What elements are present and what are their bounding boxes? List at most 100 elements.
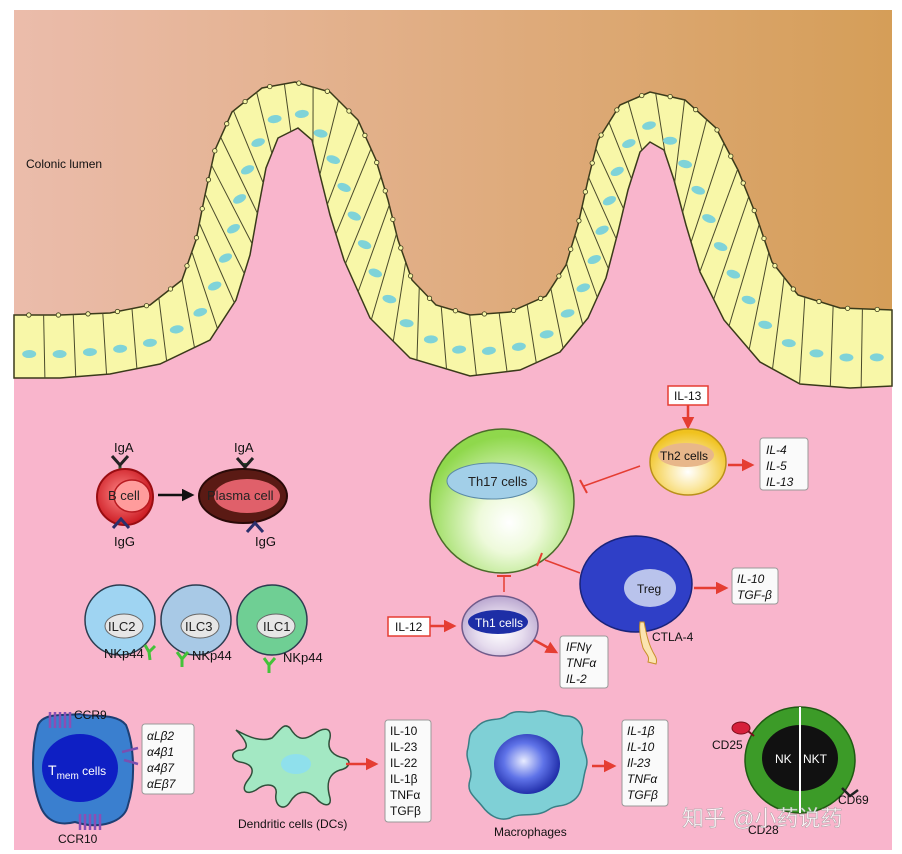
cell-wall	[799, 297, 806, 384]
cell-wall	[682, 119, 708, 213]
b-cell-iga-label: IgA	[114, 440, 134, 455]
epithelial-nucleus	[511, 342, 526, 351]
integrin-2: α4β7	[147, 761, 175, 775]
cd25-icon	[731, 721, 751, 735]
epithelial-nucleus	[22, 350, 37, 359]
treg-nucleus	[624, 569, 676, 607]
cell-wall	[158, 298, 168, 361]
plasma-cell-label: Plasma cell	[207, 488, 274, 503]
cell-wall	[220, 137, 258, 214]
microvillus	[568, 246, 574, 252]
cell-wall	[469, 314, 477, 376]
epithelial-nucleus	[452, 345, 467, 354]
microvillus	[751, 207, 757, 214]
macrophage-nucleus	[494, 734, 560, 794]
dc-output-2: IL-22	[390, 756, 418, 770]
th2-label: Th2 cells	[660, 449, 708, 463]
epithelial-nucleus	[218, 253, 233, 263]
epithelial-nucleus	[169, 325, 184, 334]
cell-wall	[198, 223, 235, 303]
microvillus	[510, 307, 517, 314]
microvillus	[614, 107, 620, 113]
macrophage-label: Macrophages	[494, 825, 567, 839]
cell-wall	[370, 233, 397, 320]
epithelial-nucleus	[702, 214, 716, 224]
epithelial-nucleus	[602, 196, 617, 206]
tmem-label: Tmem cells	[48, 762, 106, 782]
epithelial-nucleus	[267, 115, 282, 124]
th2-output-0: IL-4	[766, 443, 787, 457]
cd25-stem	[747, 730, 755, 737]
cell-wall	[608, 122, 632, 180]
epithelial-nucleus	[539, 330, 554, 339]
cell-wall	[829, 305, 834, 387]
microvillus	[324, 88, 330, 94]
cell-wall	[655, 93, 666, 154]
dc-output-0: IL-10	[390, 724, 418, 738]
epithelial-nucleus	[576, 283, 591, 293]
epithelial-nucleus	[587, 255, 601, 265]
dc-output-1: IL-23	[390, 740, 418, 754]
epithelial-nucleus	[382, 294, 397, 304]
colonic-lumen	[14, 10, 892, 315]
epithelial-nucleus	[691, 185, 705, 195]
epithelial-nucleus	[839, 353, 854, 362]
integrin-1: α4β1	[147, 745, 174, 759]
b-cell-igg-label: IgG	[114, 534, 135, 549]
tmem-group: Tmem cells CCR9 CCR10 αLβ2 α4β1 α4β7 αEβ…	[32, 708, 195, 846]
macrophage-output-0: IL-1β	[627, 724, 655, 738]
macrophage-output-3: TNFα	[627, 772, 658, 786]
epithelial-nucleus	[82, 348, 97, 357]
microvillus	[55, 312, 62, 318]
th1-group: IL-12 Th1 cells IFNγ TNFα IL-2	[387, 575, 609, 689]
microvillus	[242, 98, 248, 105]
tmem-label-main: T	[48, 762, 57, 778]
microvillus	[589, 160, 595, 166]
cell-wall	[345, 176, 382, 264]
th2-output-2: IL-13	[766, 475, 794, 489]
tmem-nucleus	[42, 734, 118, 802]
epithelial-nucleus	[610, 166, 624, 177]
microvillus	[407, 273, 414, 279]
nk-label: NK	[775, 752, 792, 766]
microvillus	[296, 80, 302, 86]
ilc2-label: ILC2	[108, 619, 135, 634]
tmem-integrin-box	[141, 723, 195, 795]
th2-inhibits-th17	[583, 465, 641, 487]
microvillus	[556, 273, 562, 279]
epithelial-nucleus	[423, 335, 438, 344]
microvillus	[772, 263, 778, 269]
microvillus	[184, 263, 190, 269]
macrophage-output-box	[621, 719, 669, 807]
cd69-icon	[841, 787, 859, 798]
epithelial-nucleus	[758, 320, 773, 329]
cell-wall	[357, 204, 390, 292]
colonic-lumen-label: Colonic lumen	[26, 157, 102, 171]
treg-output-0: IL-10	[737, 572, 765, 586]
dc-output-box	[384, 719, 432, 823]
th2-nucleus	[658, 443, 714, 467]
epithelial-nucleus	[595, 225, 609, 235]
microvillus	[398, 245, 404, 251]
ccr9-label: CCR9	[74, 708, 107, 722]
epithelial-nucleus	[251, 138, 265, 147]
cell-wall	[550, 288, 564, 349]
epithelial-nucleus	[678, 159, 693, 169]
th2-output-1: IL-5	[766, 459, 787, 473]
th1-label: Th1 cells	[475, 616, 523, 630]
cell-wall	[256, 92, 273, 154]
epithelial-nucleus	[326, 155, 341, 164]
ilc3-label: ILC3	[185, 619, 212, 634]
dc-group: Dendritic cells (DCs) IL-10 IL-23 IL-22 …	[232, 719, 432, 831]
th17-nucleus	[446, 462, 538, 500]
th1-output-box	[559, 635, 609, 689]
epithelial-nucleus	[741, 295, 756, 305]
cell-wall	[440, 306, 448, 370]
ilc3-nucleus	[180, 613, 220, 639]
epithelial-nucleus	[809, 349, 824, 358]
epithelial-nucleus	[113, 344, 128, 353]
epithelial-nucleus	[622, 139, 636, 149]
tmem-label-rest: cells	[79, 764, 106, 778]
nk-nkt-group: NK NKT CD25 CD69 CD28	[712, 706, 869, 837]
microvillus	[728, 153, 734, 159]
